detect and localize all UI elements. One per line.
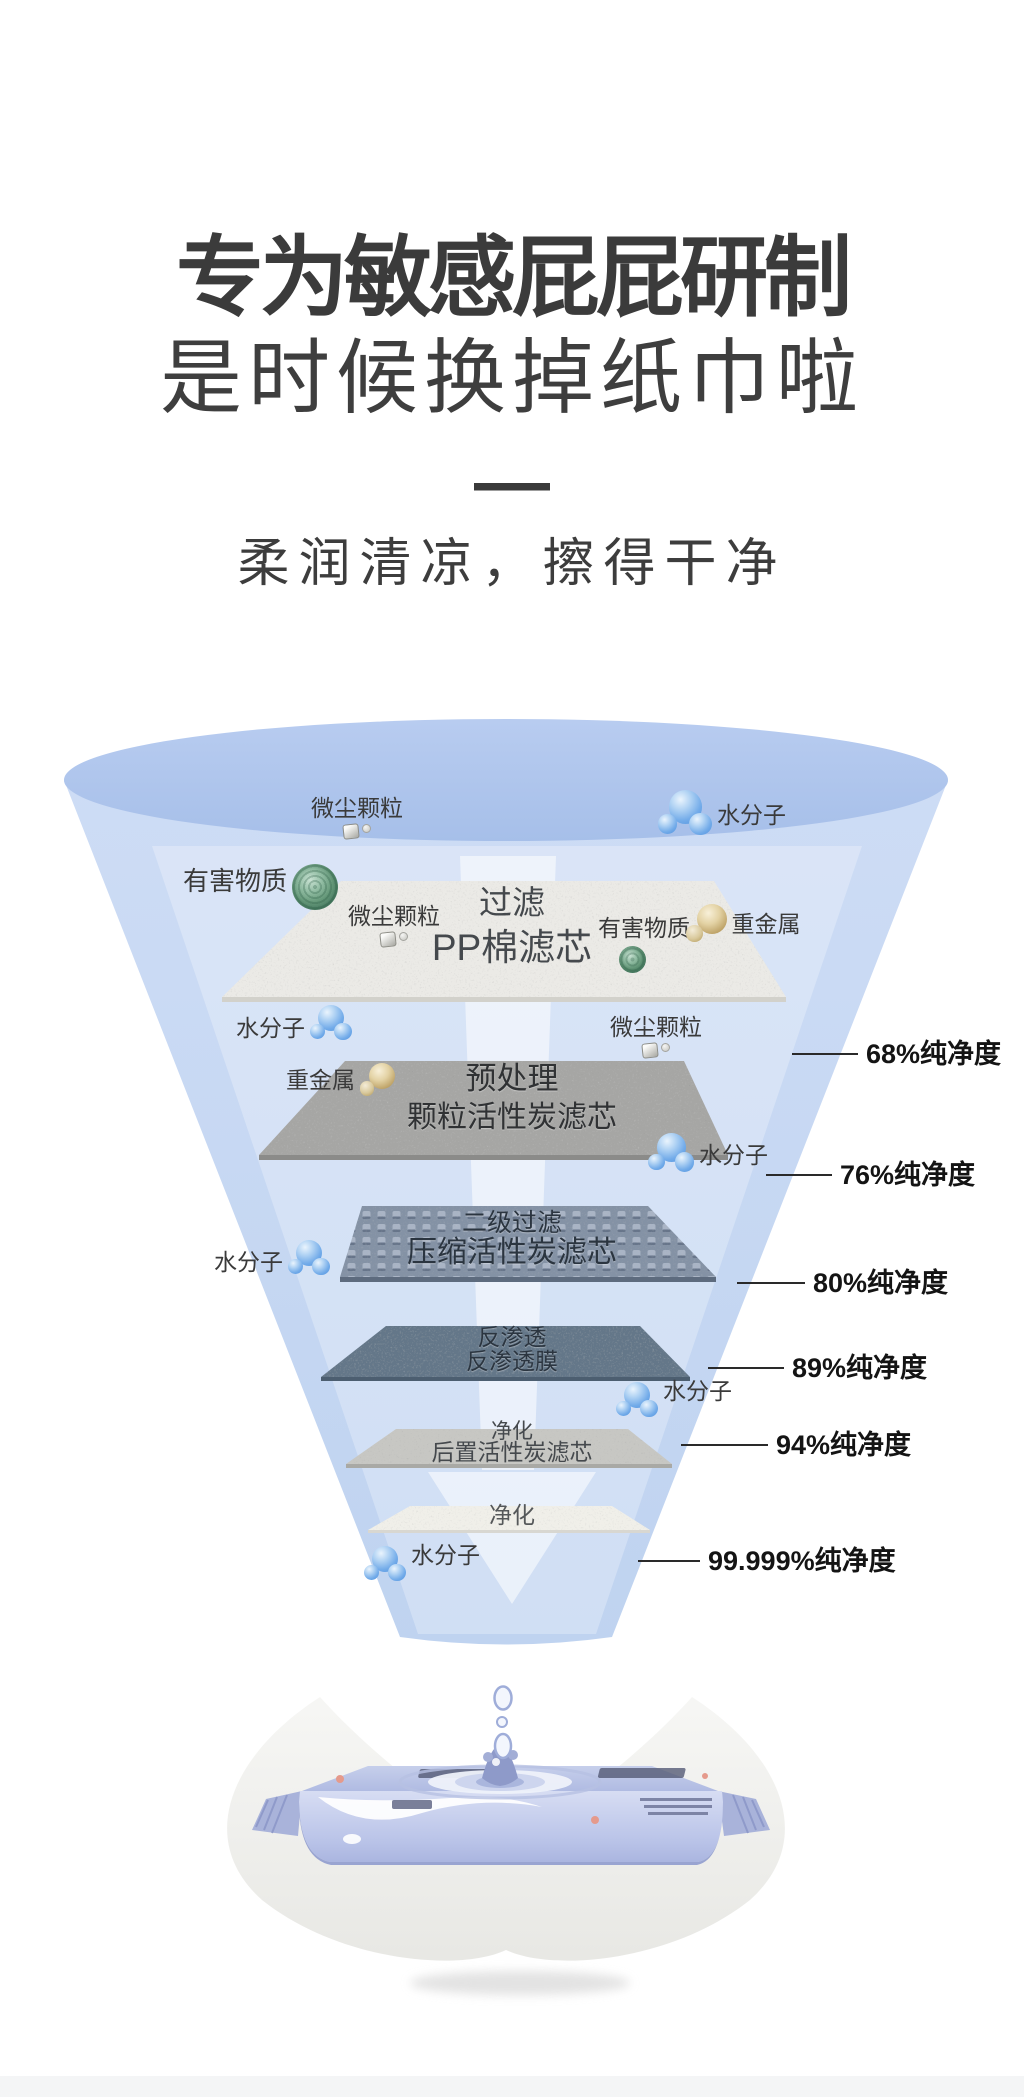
down-arrow xyxy=(428,856,596,1604)
water-molecule-icon xyxy=(648,1133,694,1172)
layer1-name: PP棉滤芯 xyxy=(431,927,593,968)
water-molecule-icon xyxy=(288,1240,330,1276)
purity-label-80: 80%纯净度 xyxy=(737,1268,948,1298)
purity-label-89: 89%纯净度 xyxy=(708,1353,927,1383)
filter-layer-3 xyxy=(340,1206,716,1282)
particle-label-water-bottom: 水分子 xyxy=(364,1538,480,1582)
leader-line xyxy=(708,1367,784,1369)
particle-label-water-left-3: 水分子 xyxy=(214,1240,330,1276)
layer5-stage: 净化 xyxy=(491,1420,533,1443)
page-title: 专为敏感屁屁研制 xyxy=(175,228,852,327)
water-molecule-icon xyxy=(616,1382,658,1418)
particle-label-water-right-2: 水分子 xyxy=(648,1133,768,1172)
filter-layer-5 xyxy=(346,1429,672,1468)
harmful-substance-icon xyxy=(618,946,646,973)
layer3-stage: 二级过滤 xyxy=(461,1209,562,1237)
water-droplets xyxy=(493,1685,513,1760)
purity-label-94: 94%纯净度 xyxy=(681,1430,911,1460)
wipe-cloth xyxy=(227,1697,785,1961)
leader-line xyxy=(766,1174,832,1176)
divider-dash: — xyxy=(474,439,550,524)
water-molecule-icon xyxy=(658,790,712,836)
purity-label-99999: 99.999%纯净度 xyxy=(638,1546,896,1576)
leader-line xyxy=(638,1560,700,1562)
purity-label-76: 76%纯净度 xyxy=(766,1160,975,1190)
dust-particles-icon xyxy=(342,823,371,840)
particle-label-water-left-1: 水分子 xyxy=(236,1005,352,1041)
particle-label-dust-layer1: 微尘颗粒 xyxy=(348,905,440,948)
layer6-stage: 净化 xyxy=(489,1502,535,1528)
heavy-metal-icon xyxy=(360,1063,396,1096)
next-section-strip xyxy=(0,2076,1024,2097)
filter-layer-4 xyxy=(321,1326,690,1381)
harmful-substance-icon xyxy=(292,864,339,910)
particle-label-metal-layer2: 重金属 xyxy=(286,1060,396,1096)
layer4-name: 反渗透膜 xyxy=(466,1348,558,1374)
filter-layer-6 xyxy=(368,1506,650,1533)
dust-particles-icon xyxy=(641,1042,670,1059)
page-subtitle: 是时候换掉纸巾啦 xyxy=(159,333,864,424)
layer2-name: 颗粒活性炭滤芯 xyxy=(407,1101,617,1134)
particle-label-harmful-left: 有害物质 xyxy=(183,864,339,910)
layer5-name: 后置活性炭滤芯 xyxy=(431,1439,593,1465)
particle-label-dust-layer2: 微尘颗粒 xyxy=(610,1016,702,1059)
layer4-stage: 反渗透 xyxy=(477,1324,547,1350)
filter-layer-1 xyxy=(222,881,786,1002)
dust-particles-icon xyxy=(379,931,408,948)
particle-label-dust-top: 微尘颗粒 xyxy=(311,797,403,840)
heavy-metal-icon xyxy=(686,904,727,942)
purity-label-68: 68%纯净度 xyxy=(792,1039,1001,1069)
particle-label-harmful-layer1: 有害物质 xyxy=(598,917,690,973)
water-molecule-icon xyxy=(364,1546,406,1582)
particle-label-metal-right: 重金属 xyxy=(686,904,801,942)
layer3-name: 压缩活性炭滤芯 xyxy=(407,1236,617,1269)
water-splash xyxy=(398,1744,602,1800)
leader-line xyxy=(681,1444,768,1446)
leader-line xyxy=(737,1282,805,1284)
ground-shadow xyxy=(410,1971,630,1995)
tagline: 柔润清凉，擦得干净 xyxy=(237,535,787,593)
leader-line xyxy=(792,1053,858,1055)
particle-label-water-top-right: 水分子 xyxy=(658,790,786,836)
water-molecule-icon xyxy=(310,1005,352,1041)
layer1-stage: 过滤 xyxy=(479,884,545,921)
particle-label-water-right-4: 水分子 xyxy=(616,1376,732,1418)
layer2-stage: 预处理 xyxy=(465,1061,559,1096)
